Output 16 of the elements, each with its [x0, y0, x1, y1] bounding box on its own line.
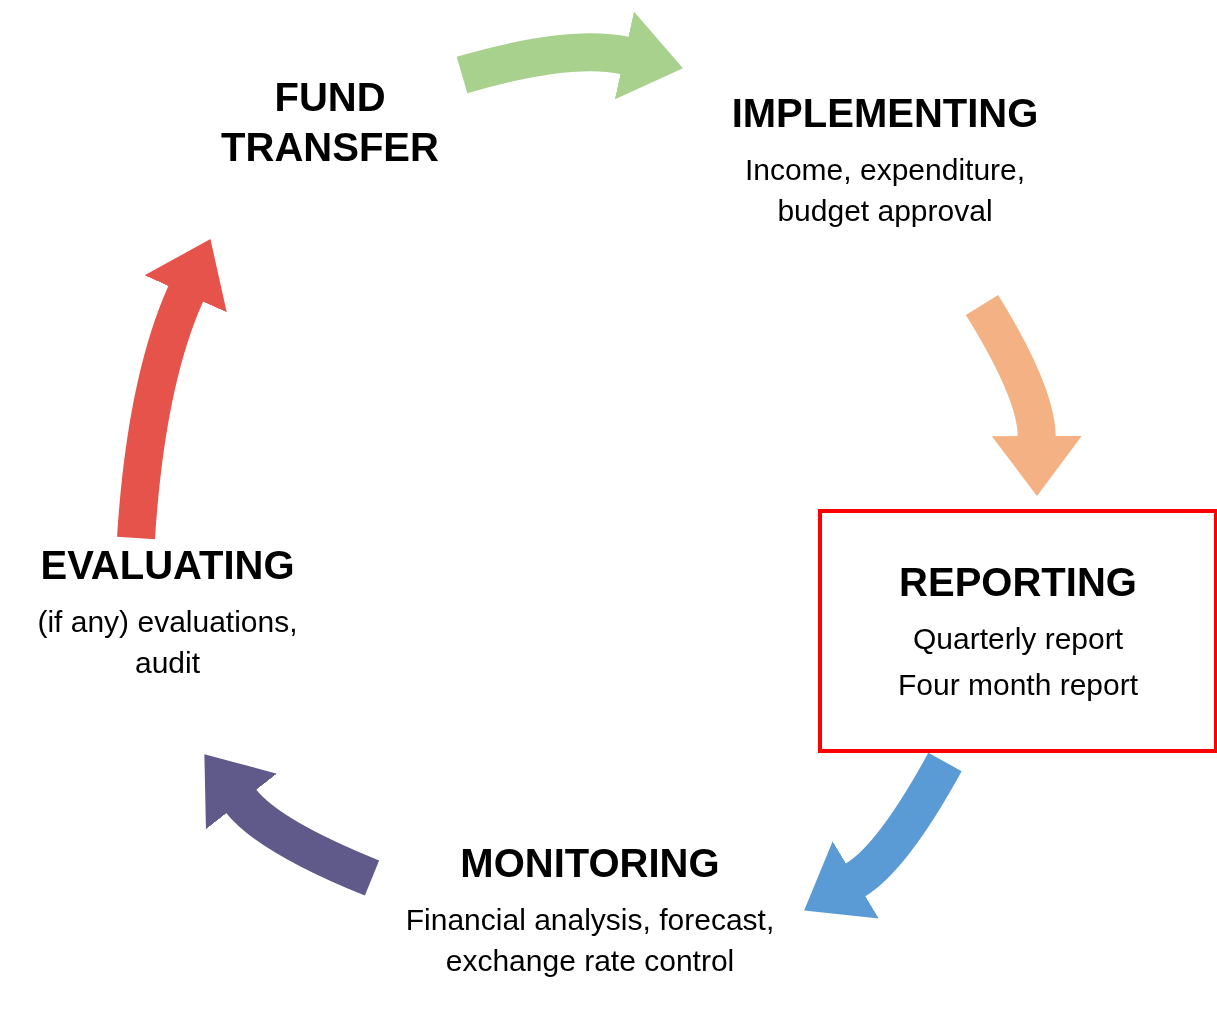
stage-description: Quarterly report [912, 620, 1124, 657]
stage-heading: IMPLEMENTING [731, 90, 1039, 137]
stage-heading: FUND TRANSFER [220, 74, 440, 171]
curved-arrow [965, 295, 1082, 496]
curved-arrow [117, 238, 228, 540]
stage-heading: MONITORING [460, 840, 720, 887]
highlight-box [818, 509, 1217, 753]
stage-description: Four month report [897, 667, 1139, 703]
curved-arrow [202, 756, 380, 896]
stage-description: (if any) evaluations, audit [36, 604, 299, 681]
stage-description: Financial analysis, forecast, exchange rate control [404, 902, 776, 979]
curved-arrow [805, 752, 962, 918]
stage-description: Income, expenditure, budget approval [743, 152, 1027, 229]
stage-heading: REPORTING [899, 558, 1137, 606]
curved-arrow [456, 11, 684, 100]
stage-heading: EVALUATING [40, 542, 295, 589]
